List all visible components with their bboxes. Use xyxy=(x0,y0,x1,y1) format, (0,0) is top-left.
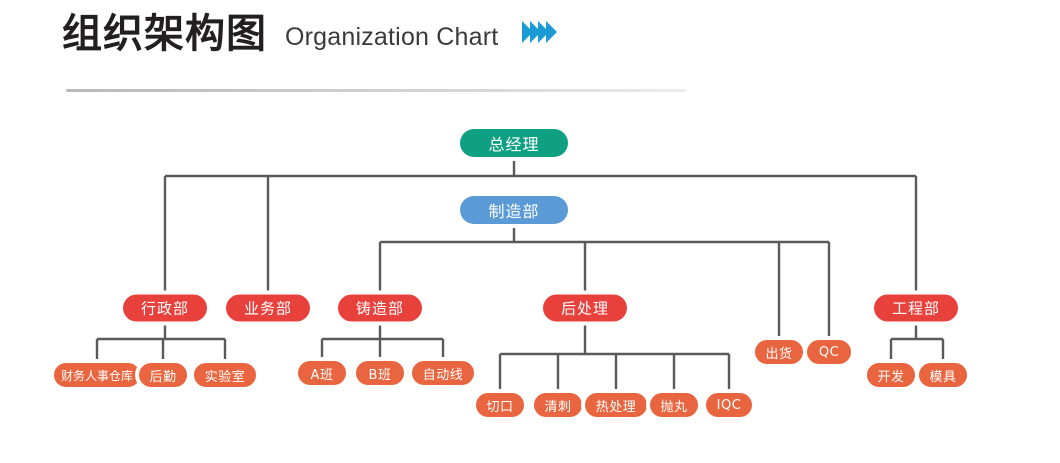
org-node-label: A班 xyxy=(310,367,334,383)
org-node-label: 抛丸 xyxy=(660,399,688,415)
org-node-label: 后勤 xyxy=(149,369,177,385)
org-node-gm[interactable]: 总经理 xyxy=(460,129,568,157)
org-node-iqc[interactable]: IQC xyxy=(706,393,752,417)
org-node-shiftB[interactable]: B班 xyxy=(356,361,404,385)
org-node-ship[interactable]: 出货 xyxy=(755,340,803,364)
org-node-shot[interactable]: 抛丸 xyxy=(650,393,698,417)
page-title-en: Organization Chart xyxy=(285,23,499,51)
org-node-dev[interactable]: 开发 xyxy=(867,363,915,387)
org-node-fin[interactable]: 财务人事仓库 xyxy=(54,363,140,387)
org-node-cut[interactable]: 切口 xyxy=(476,393,524,417)
org-node-deburr[interactable]: 清刺 xyxy=(534,393,582,417)
org-node-label: 业务部 xyxy=(243,299,292,318)
header-divider xyxy=(66,89,686,92)
org-node-mold[interactable]: 模具 xyxy=(919,363,967,387)
chevron-right-icon xyxy=(522,21,558,43)
org-node-label: 后处理 xyxy=(560,299,609,318)
org-node-casting[interactable]: 铸造部 xyxy=(338,294,422,322)
org-node-label: 实验室 xyxy=(204,369,246,385)
org-node-label: 自动线 xyxy=(422,367,464,383)
org-node-label: 出货 xyxy=(765,346,793,362)
org-node-logi[interactable]: 后勤 xyxy=(139,363,187,387)
org-node-label: QC xyxy=(818,344,840,360)
org-node-label: 制造部 xyxy=(488,202,540,221)
org-node-admin[interactable]: 行政部 xyxy=(123,294,207,322)
org-node-lab[interactable]: 实验室 xyxy=(194,363,256,387)
org-node-label: 工程部 xyxy=(891,299,940,318)
page-title-cn: 组织架构图 xyxy=(62,11,267,57)
org-node-label: 总经理 xyxy=(488,135,540,154)
org-node-label: 行政部 xyxy=(140,299,189,318)
org-node-eng[interactable]: 工程部 xyxy=(874,294,958,322)
org-node-label: 铸造部 xyxy=(355,299,404,318)
org-node-shiftA[interactable]: A班 xyxy=(298,361,346,385)
org-node-heat[interactable]: 热处理 xyxy=(585,393,647,417)
page-header: 组织架构图 Organization Chart xyxy=(62,11,558,57)
org-node-label: 热处理 xyxy=(595,399,637,415)
org-node-label: 清刺 xyxy=(544,399,572,415)
org-node-label: 模具 xyxy=(929,369,957,385)
org-node-label: B班 xyxy=(368,367,392,383)
org-node-qc[interactable]: QC xyxy=(807,340,851,364)
org-node-label: IQC xyxy=(716,397,742,413)
org-node-label: 切口 xyxy=(486,399,514,415)
org-node-label: 开发 xyxy=(877,369,905,385)
org-node-sales[interactable]: 业务部 xyxy=(226,294,310,322)
org-node-autoline[interactable]: 自动线 xyxy=(412,361,474,385)
org-node-post[interactable]: 后处理 xyxy=(543,294,627,322)
org-node-label: 财务人事仓库 xyxy=(61,368,134,383)
org-node-mfg[interactable]: 制造部 xyxy=(460,196,568,224)
